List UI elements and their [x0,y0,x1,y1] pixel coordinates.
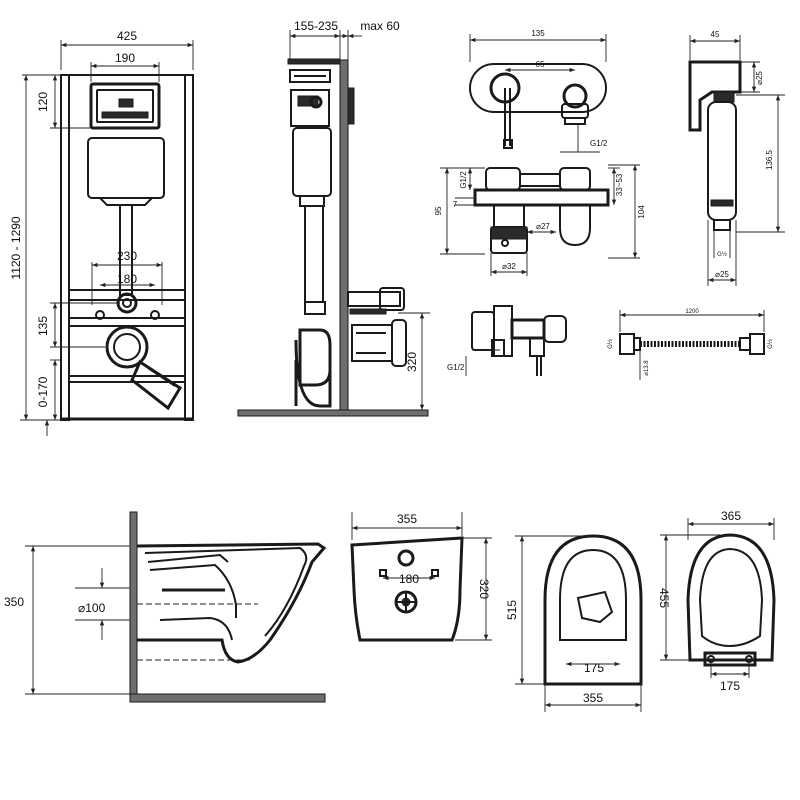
dim-back-320: 320 [477,579,491,599]
dim-mixer-side-thread: G1/2 [447,363,465,372]
dim-back-180: 180 [399,572,419,586]
dim-mixer-thread2: G1/2 [459,171,468,189]
dim-mixer-95: 95 [434,206,443,215]
dim-shower-45: 45 [711,30,720,39]
dim-top-355: 355 [583,691,603,705]
bowl-back-outline [350,536,464,642]
seat-outline [686,533,776,662]
dim-frame-top-height: 120 [36,92,50,112]
dim-back-355: 355 [397,512,417,526]
dim-frame-height: 1120 - 1290 [9,216,23,279]
seat-top-view: 365 455 175 [657,509,776,693]
dim-shower-136: 136.5 [765,149,774,170]
mixer-side-view: G1/2 [447,305,567,376]
dim-side-max: max 60 [360,19,400,33]
bowl-back-view: 355 180 320 [350,512,492,642]
dim-bowl-350: 350 [4,595,24,609]
drain-outlet [105,325,149,369]
dim-mixer-104: 104 [637,205,646,219]
dim-hose-thread-a: G½ [607,339,614,349]
dim-mixer-thread: G1/2 [590,139,608,148]
dim-flush-inner: 180 [117,272,137,286]
dim-floor-range: 0-170 [36,376,50,407]
cistern [87,137,165,199]
dim-side-height: 320 [405,352,419,372]
dim-hose-d13: ⌀13.8 [644,360,650,376]
dim-outlet-height: 135 [36,316,50,336]
dim-seat-455: 455 [657,588,671,608]
mixer-body-plate [473,188,610,207]
bowl-side-view: 350 ⌀100 [4,511,327,703]
frame-front-view: 425 190 120 1120 - 1290 230 180 135 0-17… [9,29,194,436]
frame-side-view: 155-235 max 60 320 [237,19,430,417]
dim-top-175: 175 [584,661,604,675]
dim-hose-1200: 1200 [685,309,699,315]
dim-mixer-range: 33~53 [615,173,624,196]
dim-seat-365: 365 [721,509,741,523]
bowl-top-outline [543,534,643,686]
dim-shower-d25b: ⌀25 [715,270,729,279]
hose-view: 1200 G½ G½ ⌀13.8 [607,309,774,380]
flush-plate-opening [89,82,161,130]
mixer-front-view: 135 65 G1/2 [469,29,608,153]
frame-right-post [184,74,194,421]
shower-view: 45 ⌀25 136.5 G½ ⌀25 [688,30,785,286]
dim-mixer-width: 135 [531,29,545,38]
dim-flush-gap: 230 [117,249,137,263]
dim-side-depth: 155-235 [294,19,338,33]
side-wall [339,59,349,413]
mixer-plate [469,63,607,113]
dim-frame-width: 425 [117,29,137,43]
dim-mixer-d27: ⌀27 [536,222,550,231]
dim-mixer-spacing: 65 [536,60,545,69]
bowl-shell [136,542,327,664]
dim-mixer-d32: ⌀32 [502,262,516,271]
dim-top-515: 515 [505,600,519,620]
dim-bowl-d100: ⌀100 [78,601,106,615]
dim-shower-d25: ⌀25 [755,71,764,85]
dim-frame-top-width: 190 [115,51,135,65]
dim-seat-175: 175 [720,679,740,693]
mixer-top-view: 95 7 G1/2 33~53 104 ⌀27 ⌀32 [434,164,646,276]
frame-left-post [60,74,70,421]
shower-bracket [688,60,742,132]
dim-mixer-7: 7 [453,200,458,209]
bowl-top-view: 175 515 355 [505,534,643,712]
dim-shower-thread: G½ [717,251,727,258]
dim-hose-thread-b: G½ [767,339,774,349]
